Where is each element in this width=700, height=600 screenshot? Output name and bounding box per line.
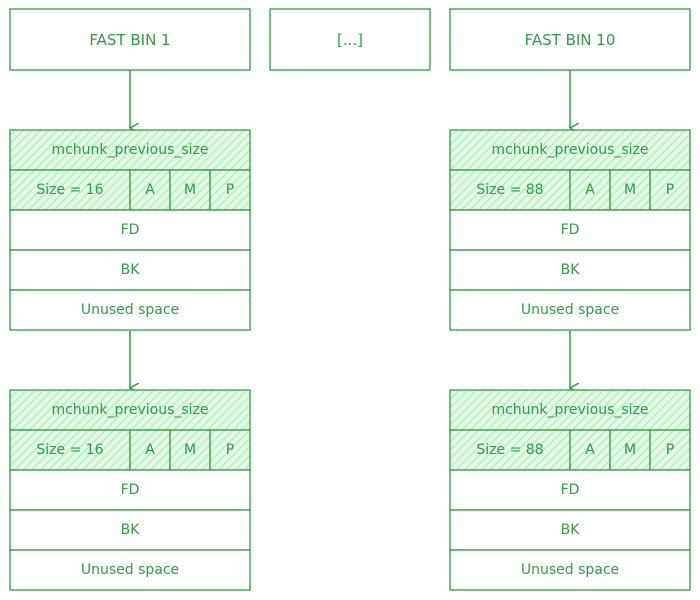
size-field: Size = 88 [476, 442, 543, 458]
flag-a: A [585, 182, 595, 198]
bk-field: BK [121, 262, 141, 278]
bk-field: BK [561, 262, 581, 278]
chunk-bin1-first: mchunk_previous_size Size = 16 A M P FD … [9, 129, 251, 331]
prev-size-field: mchunk_previous_size [51, 142, 208, 158]
flag-m: M [624, 442, 636, 458]
unused-space-field: Unused space [521, 302, 619, 318]
header-fast-bin-1: FAST BIN 1 [9, 8, 251, 71]
header-label: FAST BIN 1 [89, 31, 170, 49]
unused-space-field: Unused space [521, 562, 619, 578]
unused-space-field: Unused space [81, 302, 179, 318]
size-field: Size = 88 [476, 182, 543, 198]
flag-p: P [226, 182, 234, 198]
header-label: [...] [337, 31, 363, 49]
header-label: FAST BIN 10 [525, 31, 616, 49]
chunk-bin10-first: mchunk_previous_size Size = 88 A M P FD … [449, 129, 691, 331]
prev-size-field: mchunk_previous_size [491, 142, 648, 158]
flag-m: M [184, 182, 196, 198]
fd-field: FD [561, 222, 580, 238]
fd-field: FD [561, 482, 580, 498]
flag-a: A [145, 182, 155, 198]
flag-m: M [624, 182, 636, 198]
size-field: Size = 16 [36, 442, 103, 458]
header-ellipsis: [...] [269, 8, 431, 71]
bk-field: BK [561, 522, 581, 538]
flag-a: A [585, 442, 595, 458]
chunk-bin10-second: mchunk_previous_size Size = 88 A M P FD … [449, 389, 691, 591]
prev-size-field: mchunk_previous_size [51, 402, 208, 418]
unused-space-field: Unused space [81, 562, 179, 578]
flag-p: P [666, 182, 674, 198]
chunk-bin1-second: mchunk_previous_size Size = 16 A M P FD … [9, 389, 251, 591]
fd-field: FD [121, 482, 140, 498]
flag-m: M [184, 442, 196, 458]
flag-p: P [226, 442, 234, 458]
fd-field: FD [121, 222, 140, 238]
flag-a: A [145, 442, 155, 458]
flag-p: P [666, 442, 674, 458]
header-fast-bin-10: FAST BIN 10 [449, 8, 691, 71]
bk-field: BK [121, 522, 141, 538]
size-field: Size = 16 [36, 182, 103, 198]
prev-size-field: mchunk_previous_size [491, 402, 648, 418]
